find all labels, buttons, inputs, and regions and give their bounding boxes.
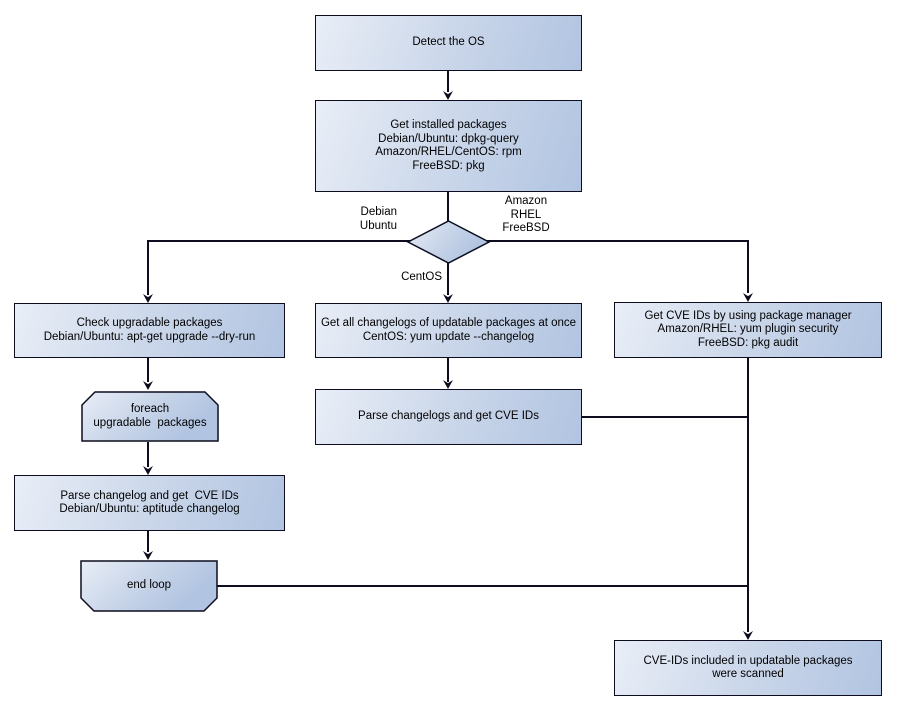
end-loop-shape <box>80 560 218 612</box>
edge-parse-changelogs-to-main <box>581 416 748 418</box>
node-get-all-changelogs: Get all changelogs of updatable packages… <box>315 303 582 358</box>
node-end-loop <box>80 560 218 612</box>
node-parse-changelog-debian-label: Parse changelog and get CVE IDs Debian/U… <box>59 489 240 516</box>
foreach-loop-shape <box>81 391 219 442</box>
node-get-cve-ids-package-manager: Get CVE IDs by using package manager Ama… <box>614 302 882 358</box>
node-os-decision-diamond <box>406 220 491 264</box>
arrowhead-into-parse-changelog <box>143 466 153 475</box>
edge-decision-right-horizontal <box>486 240 749 242</box>
node-get-installed-packages: Get installed packages Debian/Ubuntu: dp… <box>315 100 582 192</box>
node-check-upgradable-packages-label: Check upgradable packages Debian/Ubuntu:… <box>43 317 256 343</box>
arrowhead-into-get-all-changelogs <box>443 294 453 303</box>
edge-installed-to-decision <box>447 192 449 223</box>
edge-label-debian-ubuntu: Debian Ubuntu <box>359 206 397 232</box>
edge-end-loop-to-main <box>217 585 748 587</box>
node-detect-os-label: Detect the OS <box>412 36 485 49</box>
arrowhead-into-get-installed <box>443 91 453 100</box>
edge-main-vertical-to-result <box>747 358 749 632</box>
arrowhead-into-parse-changelogs <box>443 380 453 389</box>
arrowhead-into-result <box>743 631 753 640</box>
node-parse-changelog-debian: Parse changelog and get CVE IDs Debian/U… <box>14 475 285 531</box>
arrowhead-into-end-loop <box>143 551 153 560</box>
node-parse-changelogs: Parse changelogs and get CVE IDs <box>315 389 582 445</box>
edge-check-to-foreach <box>147 358 149 382</box>
edge-decision-left-vertical <box>147 241 149 295</box>
os-decision-diamond-shape <box>406 220 491 264</box>
node-foreach-loop-start <box>81 391 219 442</box>
edge-decision-right-vertical <box>747 241 749 293</box>
node-check-upgradable-packages: Check upgradable packages Debian/Ubuntu:… <box>14 303 285 358</box>
node-result-cve-ids-scanned: CVE-IDs included in updatable packages w… <box>614 640 882 696</box>
arrowhead-into-check-upgradable <box>143 294 153 303</box>
edge-decision-left-horizontal <box>147 240 411 242</box>
node-get-all-changelogs-label: Get all changelogs of updatable packages… <box>320 317 577 343</box>
edge-decision-centos-vertical <box>447 261 449 295</box>
edge-changelogs-to-parse <box>447 358 449 382</box>
node-get-cve-ids-package-manager-label: Get CVE IDs by using package manager Ama… <box>644 309 852 349</box>
arrowhead-into-get-cve-ids <box>743 293 753 302</box>
edge-label-centos: CentOS <box>401 271 442 283</box>
edge-foreach-to-parse <box>147 442 149 467</box>
arrowhead-into-foreach <box>143 381 153 390</box>
node-end-loop-label: end loop <box>126 579 172 592</box>
edge-label-amazon-rhel-freebsd: Amazon RHEL FreeBSD <box>502 195 550 234</box>
node-parse-changelogs-label: Parse changelogs and get CVE IDs <box>358 410 539 423</box>
edge-parse-to-endloop <box>147 531 149 552</box>
edge-detect-to-installed <box>447 71 449 92</box>
node-result-cve-ids-scanned-label: CVE-IDs included in updatable packages w… <box>643 654 853 681</box>
node-get-installed-packages-label: Get installed packages Debian/Ubuntu: dp… <box>375 119 522 172</box>
node-foreach-loop-start-label: foreach upgradable packages <box>93 403 207 429</box>
node-detect-os: Detect the OS <box>315 15 582 71</box>
